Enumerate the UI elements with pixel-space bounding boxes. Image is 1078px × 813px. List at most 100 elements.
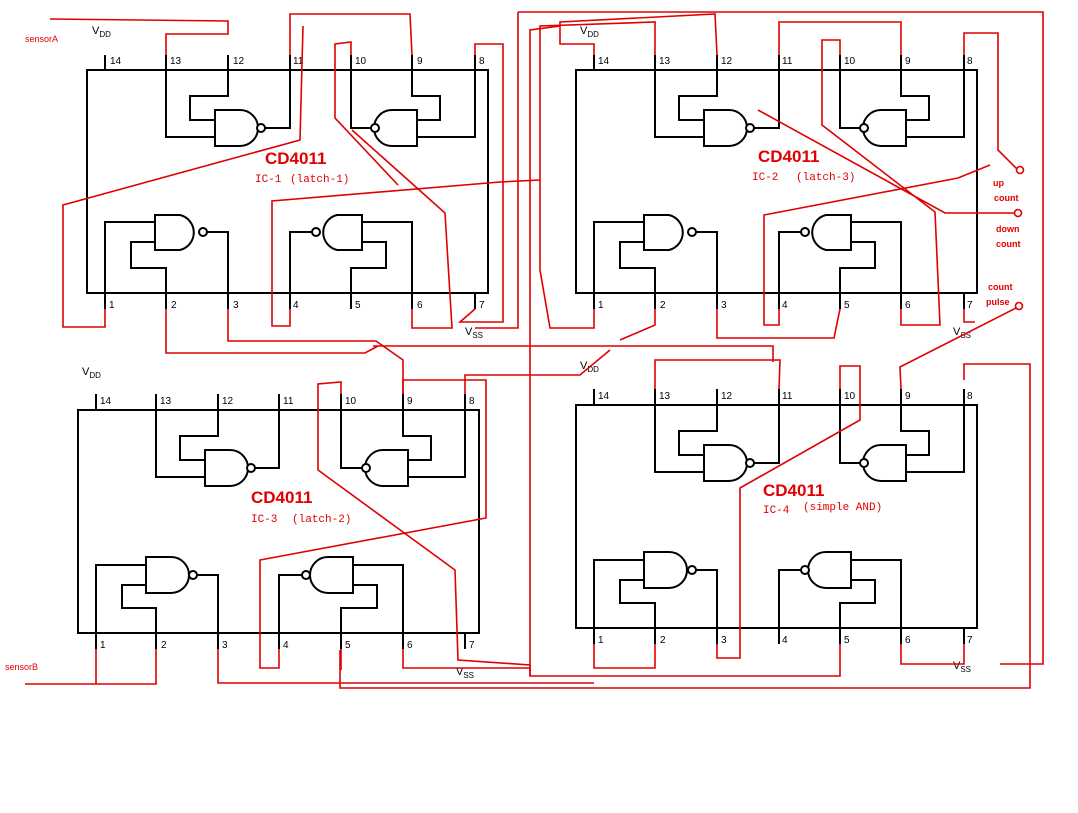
ic-titles: CD4011 IC-1 (latch-1) CD4011 IC-2 (latch… — [251, 147, 882, 526]
svg-text:5: 5 — [355, 300, 361, 311]
svg-text:13: 13 — [160, 396, 172, 407]
ic-2-label: IC-2 — [752, 172, 778, 184]
svg-text:10: 10 — [345, 396, 357, 407]
ic-1-vdd-label: VDD — [92, 25, 111, 39]
svg-text:3: 3 — [721, 635, 727, 646]
svg-text:11: 11 — [283, 396, 294, 407]
ic-4-nand-gate-bottom-left — [593, 551, 718, 628]
ic-1-nand-gate-top-right — [350, 70, 476, 147]
ic-1-body — [86, 69, 489, 294]
count-pulse-terminal[interactable] — [1014, 301, 1024, 311]
svg-text:3: 3 — [222, 640, 228, 651]
ic-2-vdd-label: VDD — [580, 25, 599, 39]
count-pulse-label-1: count — [988, 282, 1013, 292]
sensor-a-label: sensorA — [25, 34, 58, 44]
svg-text:9: 9 — [407, 396, 413, 407]
svg-text:3: 3 — [721, 300, 727, 311]
svg-text:10: 10 — [355, 56, 367, 67]
svg-text:2: 2 — [660, 300, 666, 311]
ic-4-role: (simple AND) — [803, 502, 882, 514]
down-count-label-2: count — [996, 239, 1021, 249]
ic-1-role: (latch-1) — [290, 174, 349, 186]
ic-4-nand-gate-top-right — [839, 405, 965, 482]
ic-4-label: IC-4 — [763, 505, 790, 517]
ic-1-nand-gate-bottom-right — [289, 214, 413, 293]
ic-4-part-label: CD4011 — [763, 481, 824, 500]
svg-text:2: 2 — [171, 300, 177, 311]
ic-3-label: IC-3 — [251, 514, 277, 526]
svg-text:12: 12 — [233, 56, 245, 67]
ic-1-label: IC-1 — [255, 174, 282, 186]
ic-4-vdd-label: VDD — [580, 360, 599, 374]
svg-text:8: 8 — [967, 391, 973, 402]
svg-text:14: 14 — [598, 56, 610, 67]
svg-text:14: 14 — [100, 396, 112, 407]
ic-1-nand-gate-top-left — [165, 70, 291, 147]
svg-text:8: 8 — [479, 56, 485, 67]
red-wiring — [25, 11, 1044, 689]
svg-text:9: 9 — [905, 56, 911, 67]
ic-4-nand-gate-top-left — [654, 405, 780, 482]
svg-text:5: 5 — [844, 300, 850, 311]
ic-3-nand-gate-bottom-right — [278, 556, 404, 633]
ic-3-vdd-label: VDD — [82, 366, 101, 380]
svg-text:14: 14 — [110, 56, 122, 67]
up-count-terminal[interactable] — [1015, 165, 1025, 175]
svg-text:4: 4 — [782, 635, 788, 646]
svg-text:11: 11 — [293, 56, 304, 67]
ic-2-nand-gate-top-right — [839, 70, 965, 147]
svg-text:7: 7 — [479, 300, 485, 311]
ic-2-body — [575, 69, 978, 294]
up-count-label-2: count — [994, 193, 1019, 203]
ic-4-vss-label: VSS — [953, 660, 971, 674]
ic-3-chip — [77, 394, 480, 649]
svg-text:5: 5 — [345, 640, 351, 651]
svg-text:12: 12 — [222, 396, 234, 407]
svg-text:12: 12 — [721, 391, 733, 402]
svg-text:4: 4 — [283, 640, 289, 651]
ic-3-part-label: CD4011 — [251, 488, 312, 507]
svg-text:12: 12 — [721, 56, 733, 67]
external-terminals — [1013, 165, 1025, 311]
power-labels: VDD VSS VDD VSS VDD VSS VDD VSS — [82, 25, 971, 680]
ic-2-nand-gate-bottom-right — [778, 214, 902, 293]
svg-text:1: 1 — [109, 300, 115, 311]
ic-3-vss-label: VSS — [456, 666, 474, 680]
svg-text:2: 2 — [161, 640, 167, 651]
svg-text:11: 11 — [782, 56, 793, 67]
ic-2-vss-label: VSS — [953, 326, 971, 340]
down-count-label-1: down — [996, 224, 1020, 234]
down-count-terminal[interactable] — [1013, 208, 1023, 218]
ic-3-nand-gate-bottom-left — [95, 556, 219, 633]
ic-3-role: (latch-2) — [292, 514, 351, 526]
svg-text:3: 3 — [233, 300, 239, 311]
svg-text:13: 13 — [659, 391, 671, 402]
svg-text:2: 2 — [660, 635, 666, 646]
svg-text:9: 9 — [417, 56, 423, 67]
svg-text:6: 6 — [905, 300, 911, 311]
svg-text:1: 1 — [598, 635, 604, 646]
svg-text:6: 6 — [407, 640, 413, 651]
svg-text:6: 6 — [417, 300, 423, 311]
svg-text:14: 14 — [598, 391, 610, 402]
up-count-label-1: up — [993, 178, 1004, 188]
ic-4-body — [575, 404, 978, 629]
ic-1-chip — [86, 55, 489, 309]
svg-text:6: 6 — [905, 635, 911, 646]
ic-1-part-label: CD4011 — [265, 149, 326, 168]
ic-1-vss-label: VSS — [465, 326, 483, 340]
count-pulse-label-2: pulse — [986, 297, 1010, 307]
svg-text:1: 1 — [598, 300, 604, 311]
ic-2-role: (latch-3) — [796, 172, 855, 184]
svg-text:11: 11 — [782, 391, 793, 402]
ic-2-chip — [575, 55, 978, 309]
ic-4-nand-gate-bottom-right — [778, 551, 902, 628]
ic-3-nand-gate-top-right — [340, 410, 466, 487]
svg-text:7: 7 — [967, 635, 973, 646]
svg-text:1: 1 — [100, 640, 106, 651]
svg-text:4: 4 — [293, 300, 299, 311]
svg-text:8: 8 — [469, 396, 475, 407]
svg-text:10: 10 — [844, 56, 856, 67]
ic-2-part-label: CD4011 — [758, 147, 819, 166]
